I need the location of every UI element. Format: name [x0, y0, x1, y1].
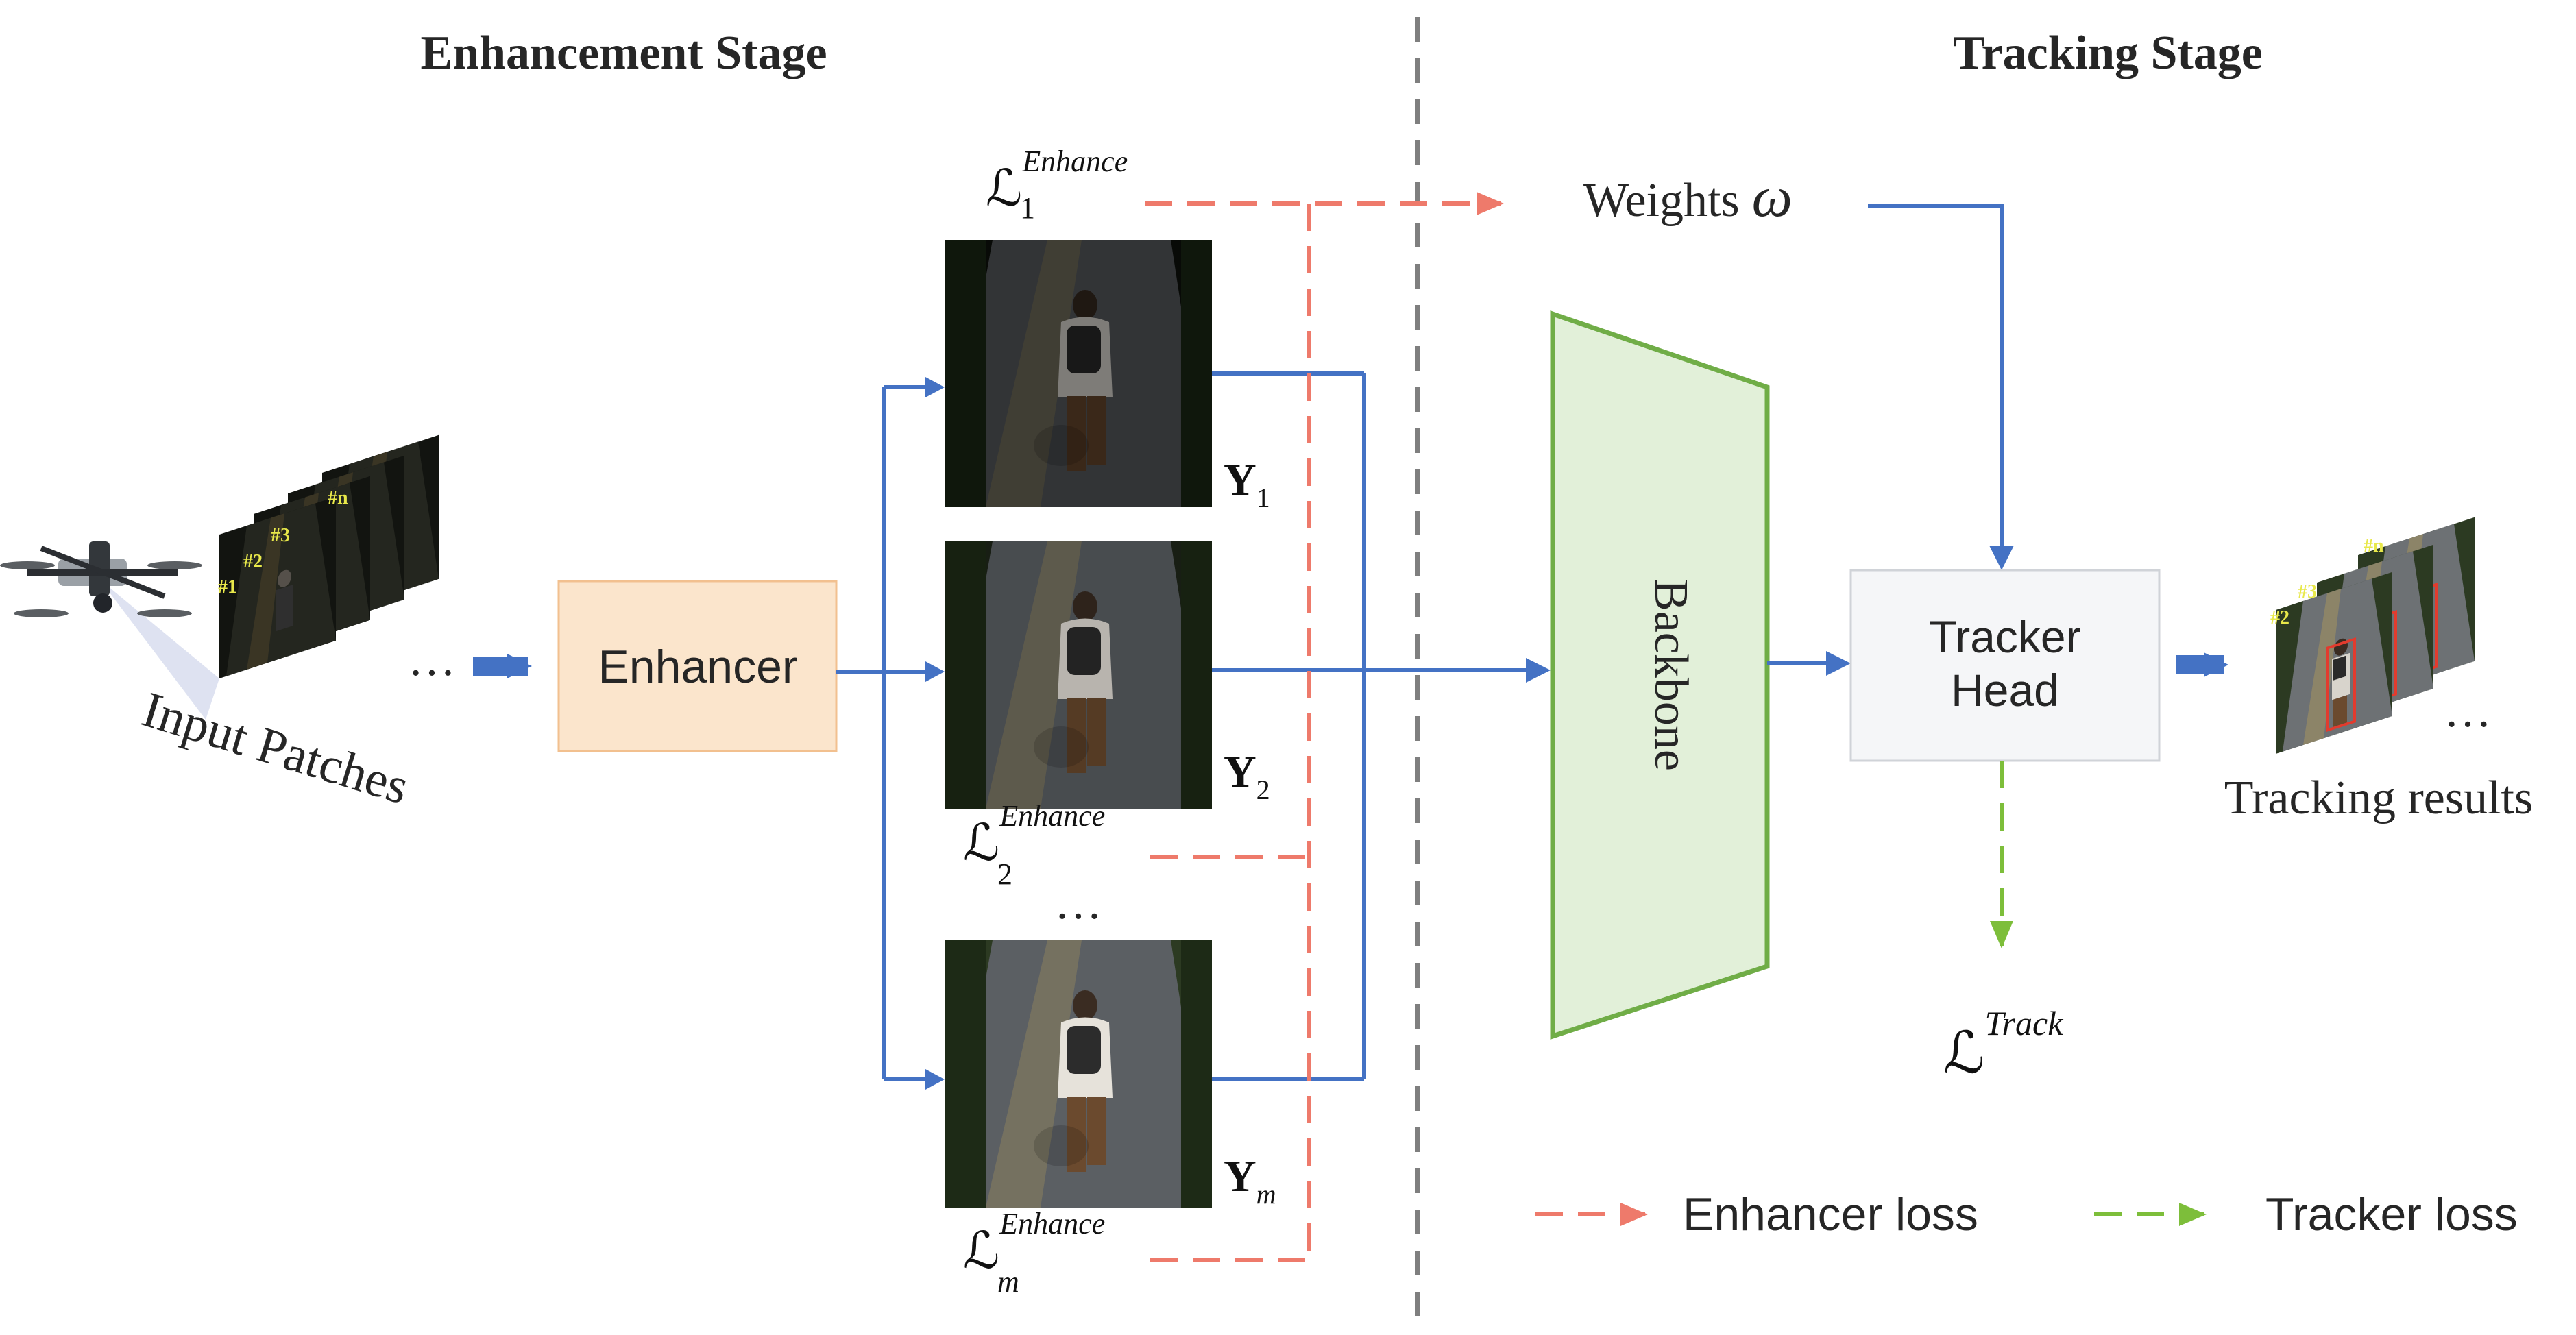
patch-tag-2: #2 — [243, 551, 263, 572]
patch-tag-1: #1 — [218, 576, 237, 598]
enhance-loss-1: ℒEnhance — [986, 145, 1128, 217]
enhance-loss-2-sub: 2 — [997, 857, 1012, 891]
enhance-loss-m: ℒEnhance — [963, 1207, 1105, 1279]
enhanced-output-2 — [945, 541, 1212, 809]
result-tag-2: #2 — [2270, 607, 2289, 628]
track-loss: ℒTrack — [1943, 1004, 2063, 1086]
input-patches-label: Input Patches — [136, 681, 415, 816]
result-tag-n: #n — [2364, 535, 2384, 556]
enhanced-output-m — [945, 940, 1212, 1208]
result-tag-3: #3 — [2298, 581, 2317, 602]
legend-enhancer-loss-label: Enhancer loss — [1683, 1188, 1978, 1240]
outputs-ellipsis: … — [1054, 877, 1102, 929]
output-label-y2: Y2 — [1224, 747, 1270, 805]
tracking-results-stack: #n #3 #2 — [2270, 517, 2475, 754]
enhanced-output-1 — [945, 240, 1212, 507]
input-patch-stack: #n #3 #2 #1 — [218, 434, 439, 678]
enhance-loss-m-sub: m — [997, 1265, 1019, 1299]
enhancer-fanout-arrows — [836, 383, 942, 1083]
legend-tracker-loss-label: Tracker loss — [2265, 1188, 2518, 1240]
patch-tag-3: #3 — [271, 525, 290, 546]
results-ellipsis: … — [2444, 685, 2492, 737]
backbone-label: Backbone — [1644, 579, 1697, 771]
drone-icon — [0, 541, 219, 720]
tracker-head-line1: Tracker — [1929, 611, 2080, 662]
backbone-shape — [1550, 310, 1770, 1040]
tracking-results-label: Tracking results — [2224, 772, 2533, 824]
tracker-head-box — [1849, 569, 2161, 762]
enhance-loss-2: ℒEnhance — [963, 799, 1105, 872]
tracking-stage-title: Tracking Stage — [1953, 27, 2263, 79]
enhancer-loss-lines — [1145, 192, 1504, 1262]
legend: Enhancer loss Tracker loss — [1535, 1188, 2518, 1240]
tracker-head-line2: Head — [1951, 665, 2059, 715]
enhance-loss-1-sub: 1 — [1020, 191, 1035, 225]
output-label-y1: Y1 — [1224, 455, 1270, 513]
enhancer-box — [557, 580, 838, 752]
enhancer-label: Enhancer — [598, 641, 797, 693]
patch-tag-n: #n — [328, 487, 348, 509]
input-ellipsis: … — [408, 633, 456, 686]
weights-to-head-arrow — [1868, 204, 2004, 548]
enhancement-stage-title: Enhancement Stage — [420, 27, 827, 79]
output-label-ym: Ym — [1224, 1151, 1276, 1210]
outputs-to-backbone-arrows — [1212, 371, 1527, 1081]
